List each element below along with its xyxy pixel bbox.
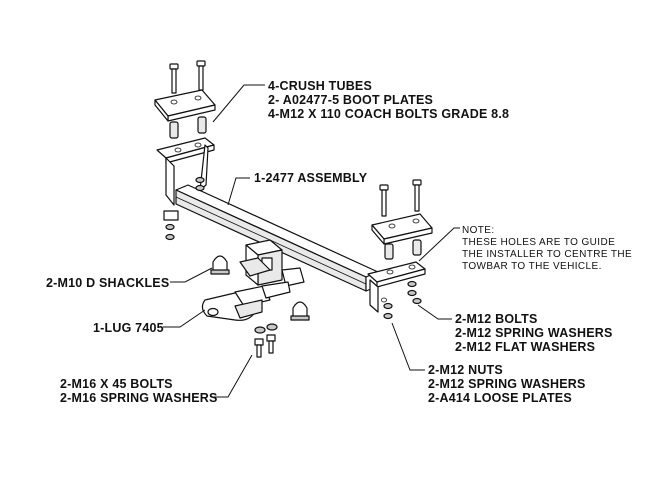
svg-text:4-CRUSH TUBES: 4-CRUSH TUBES [268, 79, 372, 93]
crush-tubes-left [169, 116, 207, 139]
label-note: NOTE: THESE HOLES ARE TO GUIDE THE INSTA… [462, 225, 632, 272]
label-bolts-right: 2-M12 BOLTS 2-M12 SPRING WASHERS 2-M12 F… [455, 312, 613, 354]
label-bolts-left: 2-M16 X 45 BOLTS 2-M16 SPRING WASHERS [60, 377, 218, 405]
hardware-stack-right [383, 280, 422, 320]
coach-bolts-left [169, 60, 206, 94]
crush-tubes-right [384, 239, 422, 260]
label-shackles: 2-M10 D SHACKLES [46, 276, 169, 290]
label-nuts: 2-M12 NUTS 2-M12 SPRING WASHERS 2-A414 L… [428, 363, 586, 405]
svg-text:2-M16 X 45 BOLTS: 2-M16 X 45 BOLTS [60, 377, 173, 391]
svg-text:2-M16 SPRING WASHERS: 2-M16 SPRING WASHERS [60, 391, 218, 405]
boot-plate-left [154, 89, 216, 122]
svg-text:2-M12 BOLTS: 2-M12 BOLTS [455, 312, 538, 326]
svg-text:TOWBAR TO THE VEHICLE.: TOWBAR TO THE VEHICLE. [462, 261, 602, 272]
label-top-right: 4-CRUSH TUBES 2- A02477-5 BOOT PLATES 4-… [268, 79, 509, 121]
svg-text:THESE HOLES ARE TO GUIDE: THESE HOLES ARE TO GUIDE [462, 237, 615, 248]
svg-text:2-A414 LOOSE PLATES: 2-A414 LOOSE PLATES [428, 391, 572, 405]
side-bracket-right [367, 261, 426, 313]
svg-text:2- A02477-5 BOOT PLATES: 2- A02477-5 BOOT PLATES [268, 93, 433, 107]
hardware-stack-left [163, 176, 205, 241]
leader-lines [163, 84, 460, 398]
m16-bolt-stack [254, 323, 278, 358]
boot-plate-right [371, 213, 433, 245]
svg-text:2-M12 SPRING WASHERS: 2-M12 SPRING WASHERS [455, 326, 613, 340]
svg-text:4-M12 X 110 COACH BOLTS GRADE: 4-M12 X 110 COACH BOLTS GRADE 8.8 [268, 107, 509, 121]
svg-text:THE INSTALLER TO CENTRE THE: THE INSTALLER TO CENTRE THE [462, 249, 632, 260]
svg-text:2-M12 FLAT WASHERS: 2-M12 FLAT WASHERS [455, 340, 595, 354]
side-bracket-left [156, 137, 215, 206]
coach-bolts-right [379, 179, 422, 217]
hitch-receiver [239, 239, 305, 287]
label-assembly: 1-2477 ASSEMBLY [254, 171, 368, 185]
d-shackle-left [210, 255, 230, 275]
svg-text:2-M12 NUTS: 2-M12 NUTS [428, 363, 503, 377]
svg-text:2-M12 SPRING WASHERS: 2-M12 SPRING WASHERS [428, 377, 586, 391]
d-shackle-right [290, 301, 310, 321]
label-lug: 1-LUG 7405 [93, 321, 164, 335]
tow-lug [201, 281, 291, 321]
svg-text:NOTE:: NOTE: [462, 225, 495, 236]
